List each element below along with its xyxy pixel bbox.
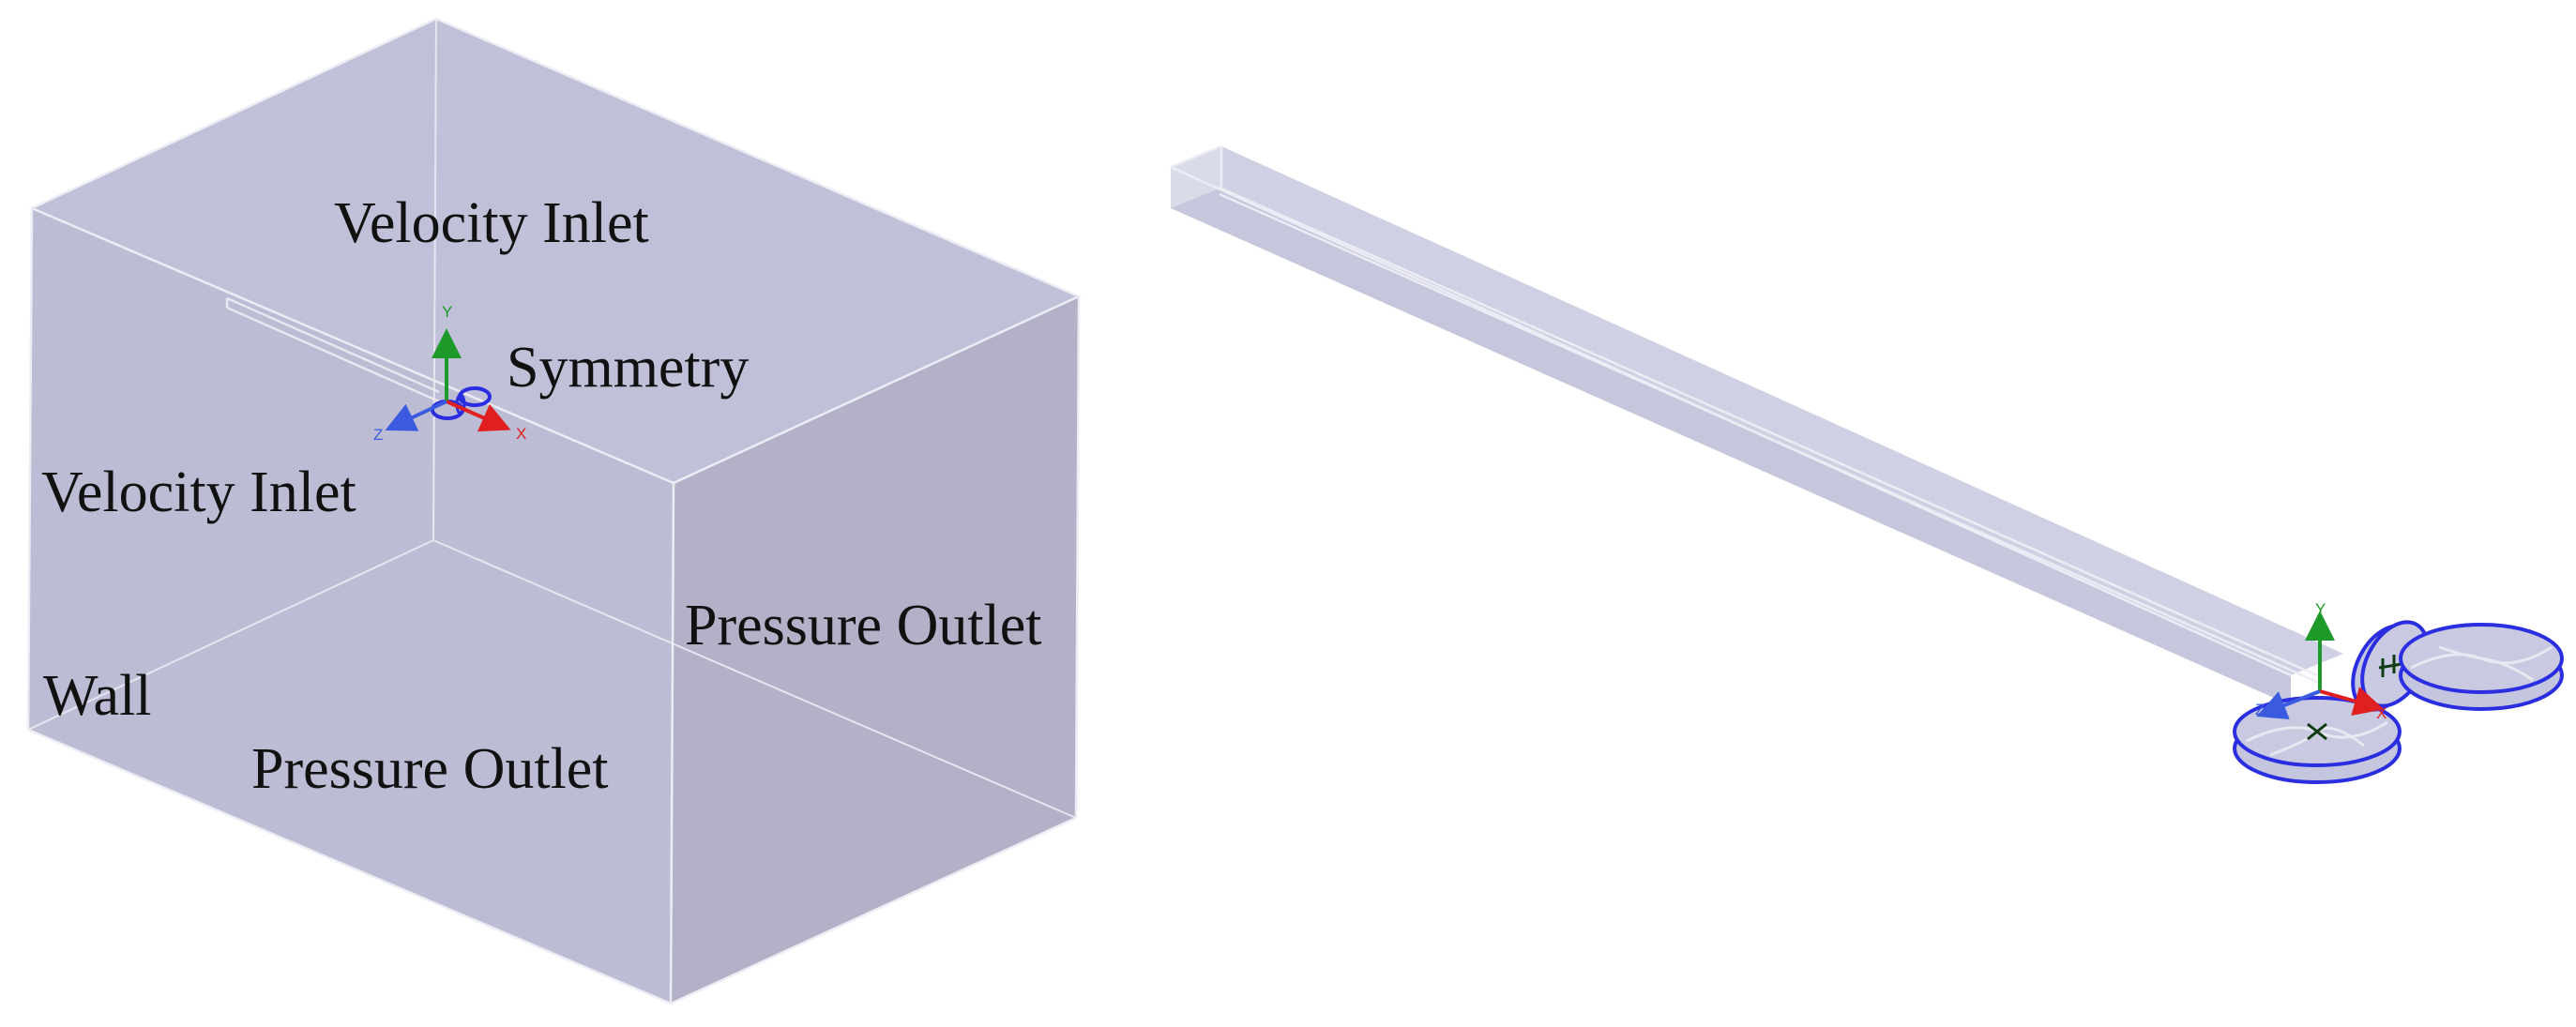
label-pressure-outlet-bottom: Pressure Outlet [251, 737, 609, 801]
label-symmetry: Symmetry [507, 336, 749, 400]
domain-visible-edges [26, 17, 1083, 1005]
coordinate-triad-icon: Y X Z [2255, 600, 2387, 722]
triad-z-label: Z [2255, 701, 2265, 718]
fuselage-beam [1170, 144, 2343, 705]
label-wall: Wall [43, 664, 152, 728]
triad-y-label: Y [442, 303, 452, 321]
label-pressure-outlet-right: Pressure Outlet [685, 594, 1042, 657]
coordinate-triad-icon: Y X Z [373, 303, 526, 444]
triad-z-label: Z [373, 426, 383, 444]
triad-x-label: X [516, 425, 526, 443]
domain-left-face [28, 208, 674, 1004]
domain-top-face [32, 19, 1079, 483]
rotor-disk-icon [2233, 620, 2564, 784]
domain-hidden-edges [27, 18, 1077, 819]
domain-box [26, 17, 1083, 1005]
label-velocity-inlet-left: Velocity Inlet [41, 461, 356, 524]
domain-right-face [671, 296, 1079, 1004]
triad-y-label: Y [2315, 600, 2326, 618]
fuselage-strut [225, 296, 440, 403]
rotor-right [2399, 623, 2564, 711]
triad-x-label: X [2376, 704, 2387, 722]
label-velocity-inlet-top: Velocity Inlet [334, 191, 649, 255]
